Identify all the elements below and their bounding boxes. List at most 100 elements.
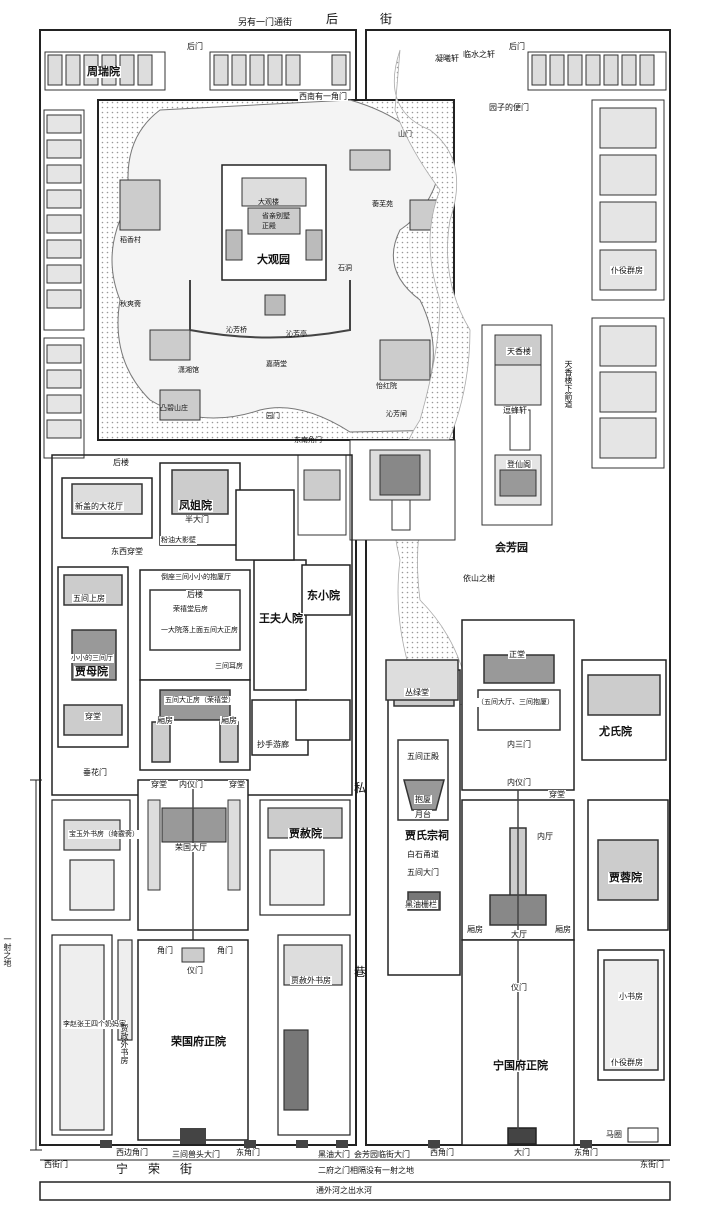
rong-jiaomen-right: 角门 (216, 946, 234, 955)
gate-southwest-corner: 西南有一角门 (298, 92, 348, 101)
gate-west-street: 西街门 (44, 1160, 68, 1169)
rong-houlou: 后楼 (112, 458, 130, 467)
gate-garden-side: 园子的便门 (488, 103, 530, 112)
ning-neiting: 内厅 (536, 832, 554, 841)
place-ningguo: 宁国府正院 (492, 1059, 549, 1072)
place-zhourui: 周瑞院 (86, 65, 121, 78)
ning-chuantang: 穿堂 (548, 790, 566, 799)
rong-chuantang-left: 穿堂 (150, 780, 168, 789)
place-linshui: 临水之轩 (462, 50, 496, 59)
street-bottom-ning-label: 宁 (116, 1162, 129, 1176)
place-youshi: 尤氏院 (598, 725, 633, 738)
garden-hengwu: 蘅芜苑 (372, 200, 393, 208)
north-building-rows (44, 51, 667, 91)
place-jiazheng-study: 贾政外书房 (120, 1024, 129, 1064)
ning-yuetai: 月台 (414, 810, 432, 819)
place-ningshui: 凝曦轩 (434, 54, 460, 63)
garden-daguanlou: 大观楼 (258, 198, 279, 206)
ning-zhengtang: 正堂 (508, 650, 526, 659)
gate-hou-1: 后门 (186, 42, 204, 51)
gate-west-corner: 西边角门 (116, 1148, 148, 1157)
place-jiashe-study: 贾赦外书房 (290, 976, 332, 985)
place-dongxiao: 东小院 (306, 589, 341, 602)
ning-wujian: （五间大厅、三间抱厦） (476, 698, 555, 707)
rong-inner-yimen: 内仪门 (178, 780, 204, 789)
rong-bandamen: 半大门 (184, 515, 210, 524)
ning-baishi: 白石甬道 (406, 850, 440, 859)
gate-huifang-street: 会芳园临街大门 (354, 1150, 410, 1159)
garden-qinfang-qiao: 沁芳桥 (226, 326, 247, 334)
place-jiashe: 贾赦院 (288, 827, 323, 840)
garden-jiayin: 嘉荫堂 (266, 360, 287, 368)
west-row-buildings (43, 109, 85, 459)
gate-hou-2: 后门 (508, 42, 526, 51)
rongguo-main-axis (137, 779, 249, 1144)
river-band (39, 1159, 671, 1201)
place-rongguo: 荣国府正院 (170, 1035, 227, 1048)
rong-chufang-right: 厢房 (220, 716, 238, 725)
south-gates (100, 1127, 659, 1148)
east-garden-buildings (297, 324, 553, 541)
ning-xiangfang-left: 厢房 (466, 925, 484, 934)
ning-wujian-zhengdian: 五间正殿 (406, 752, 440, 761)
rong-xiaosan: 小小的三间厅 (70, 654, 114, 663)
daguanyuan-garden (97, 99, 455, 441)
garden-qinfang-zha: 沁芳闸 (386, 410, 407, 418)
place-huifang: 会芳园 (494, 541, 529, 554)
rong-dayuan: 一大院落上面五间大正房 (160, 626, 239, 635)
ning-xiangfang-right: 厢房 (554, 925, 572, 934)
place-servants-2: 仆役群房 (610, 1058, 644, 1067)
distance-marker (30, 779, 42, 1151)
place-jiashi-shrine: 贾氏宗祠 (404, 829, 450, 842)
place-huating: 新盖的大花厅 (74, 502, 124, 511)
rong-dongxi: 东西穿堂 (110, 547, 144, 556)
garden-xiaoxiang: 潇湘馆 (178, 366, 199, 374)
place-yishan: 依山之榭 (462, 574, 496, 583)
rong-chaoshou: 抄手游廊 (256, 740, 290, 749)
rong-dating: 荣国大厅 (174, 843, 208, 852)
rong-fenyou: 粉油大影壁 (160, 536, 197, 545)
east-row-buildings (591, 99, 665, 469)
place-dengxian: 登仙阁 (506, 460, 532, 469)
gate-east-corner-ning: 东角门 (574, 1148, 598, 1157)
street-bottom-rong-label: 荣 (148, 1162, 161, 1176)
gate-three-main: 三间兽头大门 (172, 1150, 220, 1159)
place-small-study: 小书房 (618, 992, 644, 1001)
rong-houlou-2: 后楼 (186, 590, 204, 599)
rong-wujian: 五间上房 (72, 594, 106, 603)
rong-erfang: 三间耳房 (214, 662, 244, 671)
garden-yihong: 怡红院 (376, 382, 397, 390)
garden-xingqin: 省亲别墅 (262, 212, 290, 220)
gate-east-corner-rong: 东角门 (236, 1148, 260, 1157)
place-tianxiang-road: 天香楼下箭道 (564, 360, 573, 408)
ning-dating: 大厅 (510, 930, 528, 939)
place-servants-1: 仆役群房 (610, 266, 644, 275)
place-nursemaids: 李赵张王四个奶妈家 (62, 1020, 127, 1029)
street-bottom-jie-label: 街 (180, 1162, 193, 1176)
ning-neisanmen: 内三门 (506, 740, 532, 749)
place-fengjie: 凤姐院 (178, 499, 213, 512)
rong-jiaomen-left: 角门 (156, 946, 174, 955)
rong-chuantang-right: 穿堂 (228, 780, 246, 789)
place-jiarong: 贾蓉院 (608, 871, 643, 884)
gate-heiyou: 黑油大门 (318, 1150, 350, 1159)
garden-daoxiang: 稻香村 (120, 236, 141, 244)
ningguo-compound (385, 619, 669, 1146)
garden-gate: 园门 (266, 412, 280, 420)
street-top-hou-label: 后 (326, 12, 339, 26)
rong-yimen: 仪门 (186, 966, 204, 975)
rong-daozuo: 倒座三间小小的抱厦厅 (160, 573, 232, 582)
gate-east-street: 东街门 (640, 1160, 664, 1169)
ning-heiyou-shanlan: 黑油栅栏 (404, 900, 438, 909)
rong-chuantang: 穿堂 (84, 712, 102, 721)
garden-qiushuang: 秋爽斋 (120, 300, 141, 308)
garden-zhengdian: 正殿 (262, 222, 276, 230)
gates-distance-note: 二府之门相隔没有一射之地 (318, 1166, 414, 1175)
rong-rongxi-houfang: 荣禧堂后房 (172, 605, 209, 614)
river-label: 通外河之出水河 (316, 1186, 372, 1195)
street-top-left-label: 另有一门通街 (238, 18, 293, 28)
ning-wujian-damen: 五间大门 (406, 868, 440, 877)
rongguo-compound (51, 454, 353, 796)
gate-mafeng: 马圈 (606, 1130, 622, 1139)
